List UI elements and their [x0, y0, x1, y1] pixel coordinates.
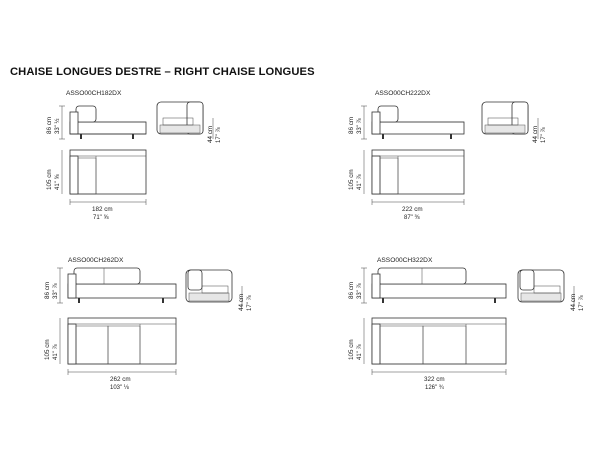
page-title: CHAISE LONGUES DESTRE – RIGHT CHAISE LON…	[10, 66, 315, 78]
height-in: 33" ½	[54, 119, 61, 134]
width-cm: 322 cm	[424, 376, 445, 383]
plan-view	[371, 317, 507, 365]
width-dimension: 322 cm 126" ¾	[371, 369, 507, 391]
height-dimension: 86 cm 33" ⅞	[44, 267, 63, 304]
width-dimension: 182 cm 71" ⅝	[69, 199, 147, 221]
seat-dimension: 44 cm 17" ⅞	[532, 118, 547, 143]
front-view	[69, 105, 147, 139]
side-view	[517, 269, 565, 303]
width-in: 71" ⅝	[93, 215, 109, 221]
width-cm: 222 cm	[402, 206, 423, 213]
seat-in: 17" ⅞	[579, 295, 585, 311]
model-262-group: ASSO00CH262DX 86 cm 33" ⅞	[44, 257, 253, 391]
depth-cm: 105 cm	[46, 169, 53, 190]
height-in: 33" ⅞	[357, 283, 363, 299]
model-322-group: ASSO00CH322DX 86 cm 33" ⅞	[348, 257, 585, 391]
seat-dimension: 44 cm 17" ⅞	[207, 118, 222, 143]
plan-view	[371, 149, 465, 195]
front-view	[371, 267, 507, 303]
seat-dimension: 44 cm 17" ⅞	[570, 286, 585, 311]
width-in: 126" ¾	[425, 385, 445, 391]
height-cm: 86 cm	[348, 282, 355, 299]
height-dimension: 86 cm 33" ⅞	[348, 267, 367, 304]
depth-cm: 105 cm	[348, 339, 355, 360]
height-in: 33" ⅞	[357, 118, 363, 134]
depth-in: 41" ⅝	[55, 174, 61, 190]
seat-dimension: 44 cm 17" ⅞	[238, 286, 253, 311]
side-view	[481, 101, 529, 135]
height-in: 33" ⅞	[53, 283, 59, 299]
width-cm: 182 cm	[92, 206, 113, 213]
plan-view	[69, 149, 147, 195]
front-view	[67, 267, 177, 303]
width-dimension: 262 cm 103" ⅛	[67, 369, 177, 391]
model-182-group: ASSO00CH182DX 86 cm 33" ½	[46, 90, 222, 221]
side-view	[156, 101, 204, 135]
seat-in: 17" ⅞	[541, 127, 547, 143]
plan-view	[67, 317, 177, 365]
seat-in: 17" ⅞	[216, 127, 222, 143]
width-in: 103" ⅛	[110, 385, 130, 391]
width-cm: 262 cm	[110, 376, 131, 383]
height-cm: 86 cm	[46, 117, 53, 134]
width-in: 87" ⅜	[404, 215, 420, 221]
depth-dimension: 105 cm 41" ⅞	[44, 318, 61, 364]
depth-cm: 105 cm	[44, 339, 51, 360]
depth-cm: 105 cm	[348, 169, 355, 190]
seat-cm: 44 cm	[207, 126, 214, 143]
model-code: ASSO00CH222DX	[375, 90, 431, 97]
height-cm: 86 cm	[348, 117, 355, 134]
side-view	[185, 269, 233, 303]
front-view	[371, 105, 465, 139]
model-222-group: ASSO00CH222DX 86 cm 33" ⅞	[348, 90, 547, 221]
depth-in: 41" ⅞	[53, 344, 59, 360]
width-dimension: 222 cm 87" ⅜	[371, 199, 465, 221]
model-code: ASSO00CH322DX	[377, 257, 433, 264]
seat-cm: 44 cm	[532, 126, 539, 143]
height-cm: 86 cm	[44, 282, 51, 299]
depth-in: 41" ⅞	[357, 344, 363, 360]
seat-in: 17" ⅞	[247, 295, 253, 311]
height-dimension: 86 cm 33" ½	[46, 105, 65, 140]
depth-in: 41" ⅞	[357, 174, 363, 190]
depth-dimension: 105 cm 41" ⅞	[348, 318, 365, 364]
depth-dimension: 105 cm 41" ⅝	[46, 150, 63, 194]
seat-cm: 44 cm	[238, 294, 245, 311]
depth-dimension: 105 cm 41" ⅞	[348, 150, 365, 194]
seat-cm: 44 cm	[570, 294, 577, 311]
model-code: ASSO00CH182DX	[66, 90, 122, 97]
model-code: ASSO00CH262DX	[68, 257, 124, 264]
height-dimension: 86 cm 33" ⅞	[348, 105, 367, 140]
